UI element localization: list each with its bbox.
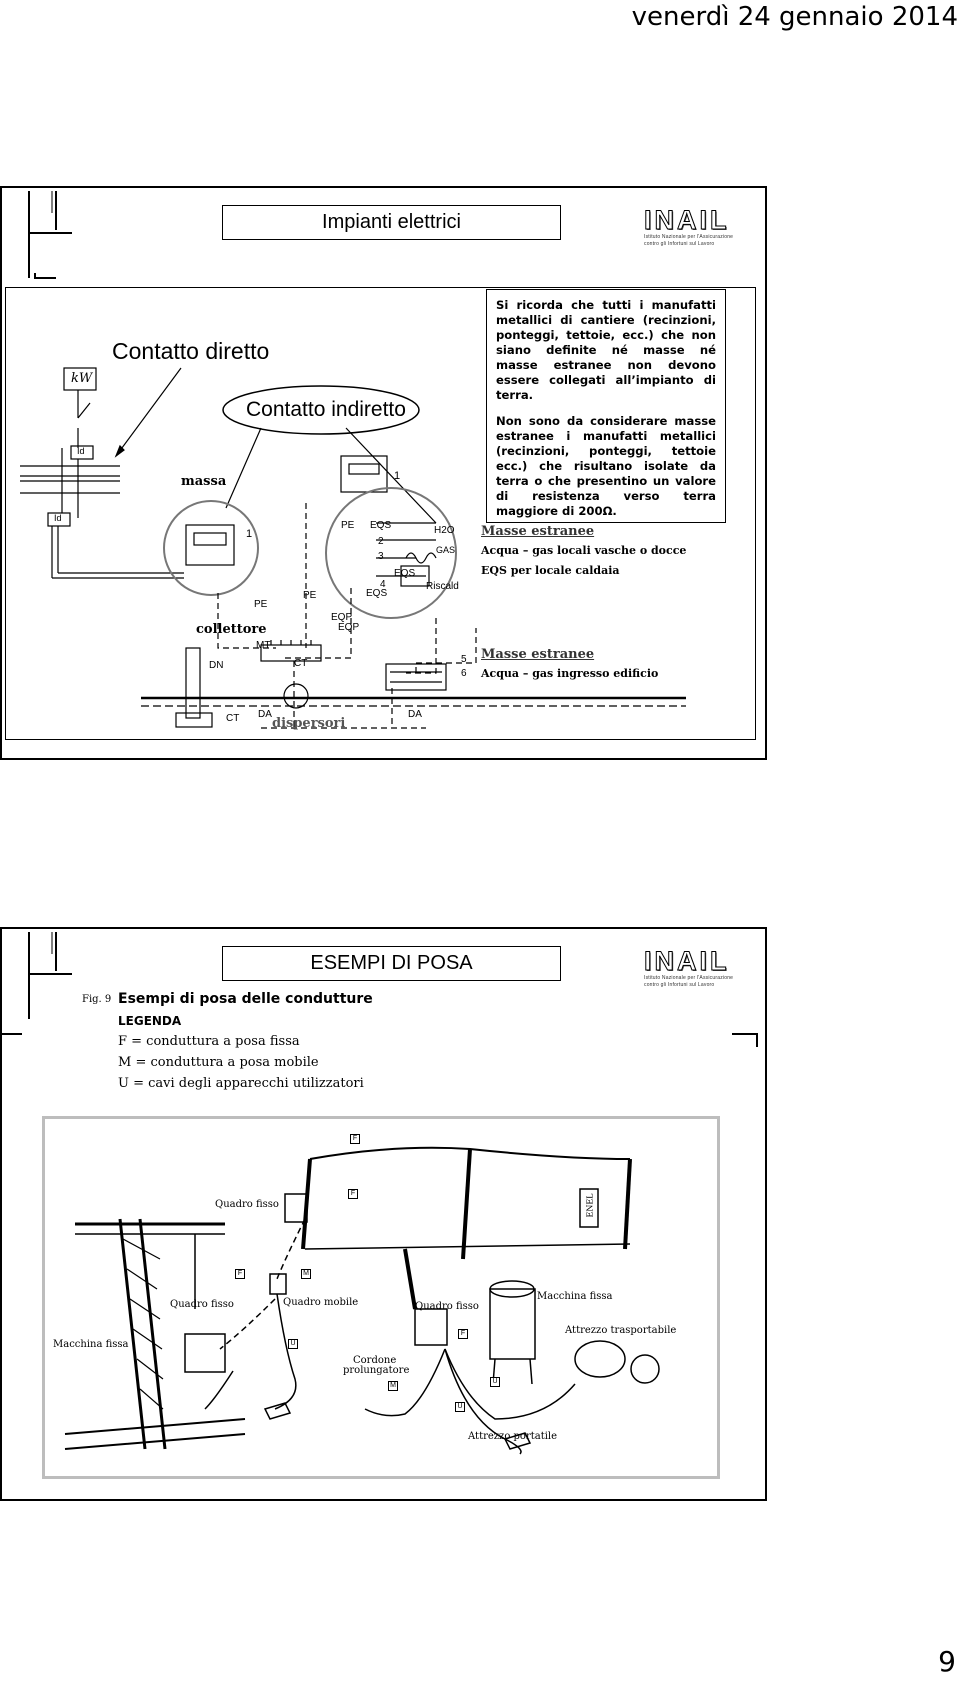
earthing-diagram-drawing xyxy=(20,367,686,729)
page-date: venerdì 24 gennaio 2014 xyxy=(631,2,958,32)
label-riscald: Riscald xyxy=(426,581,459,592)
figure-label: Fig. 9 xyxy=(82,994,112,1005)
tag-f-1: F xyxy=(350,1134,360,1144)
label-pe-2: PE xyxy=(254,599,268,610)
label-id-2: Id xyxy=(54,513,62,523)
legend-item-f: F = conduttura a posa fissa xyxy=(118,1034,300,1049)
legend-item-u: U = cavi degli apparecchi utilizzatori xyxy=(118,1076,364,1091)
label-contatto-indiretto: Contatto indiretto xyxy=(246,398,406,421)
label-prolungatore: prolungatore xyxy=(343,1365,410,1376)
inail-logo-letters: INAIL xyxy=(644,205,730,235)
label-macchina-fissa-2: Macchina fissa xyxy=(537,1291,613,1302)
legend-title: LEGENDA xyxy=(118,1014,182,1028)
label-collettore: collettore xyxy=(196,622,267,637)
slide-corner-marks xyxy=(28,191,72,279)
slide-corner-marks xyxy=(28,932,72,1019)
figure-title: Esempi di posa delle condutture xyxy=(118,991,373,1007)
label-ct-2: CT xyxy=(226,713,240,724)
label-eqp-1: EQP xyxy=(331,612,353,623)
label-quadro-fisso-3: Quadro fisso xyxy=(415,1301,479,1312)
info-textbox: Si ricorda che tutti i manufatti metalli… xyxy=(486,289,726,523)
label-macchina-fissa-1: Macchina fissa xyxy=(53,1339,129,1350)
masse-estranee-line-2: EQS per locale caldaia xyxy=(481,564,620,577)
inail-logo-subtitle-2: contro gli Infortuni sul Lavoro xyxy=(644,241,715,247)
label-gas: GAS xyxy=(436,545,456,555)
inail-logo-letters: INAIL xyxy=(644,946,730,976)
label-massa: massa xyxy=(181,474,227,489)
info-paragraph-1: Si ricorda che tutti i manufatti metalli… xyxy=(496,298,716,402)
label-eqp-2: EQP xyxy=(338,622,360,633)
label-attrezzo-portatile: Attrezzo portatile xyxy=(468,1431,558,1442)
label-h2o: H2O xyxy=(434,525,455,536)
label-da-1: DA xyxy=(258,709,272,720)
label-quadro-fisso-1: Quadro fisso xyxy=(215,1199,279,1210)
installation-drawing-art xyxy=(64,1146,660,1455)
tag-u-2: U xyxy=(490,1377,500,1387)
label-cordone: Cordone xyxy=(353,1355,397,1366)
label-eqs-3: EQS xyxy=(366,588,388,599)
label-quadro-fisso-2: Quadro fisso xyxy=(170,1299,234,1310)
label-contatto-diretto: Contatto diretto xyxy=(112,338,270,364)
inail-logo: INAIL Istituto Nazionale per l'Assicuraz… xyxy=(644,205,754,247)
tag-m-2: M xyxy=(388,1381,398,1391)
label-kw: kW xyxy=(71,371,93,386)
inail-logo-subtitle-2: contro gli Infortuni sul Lavoro xyxy=(644,982,715,988)
label-ct-1: CT xyxy=(294,658,308,669)
legend-item-m: M = conduttura a posa mobile xyxy=(118,1055,319,1070)
tag-m-1: M xyxy=(301,1269,311,1279)
label-pe-1: PE xyxy=(341,520,355,531)
masse-estranee-heading-1: Masse estranee xyxy=(481,524,595,539)
tag-f-3: F xyxy=(235,1269,245,1279)
label-attrezzo-trasportabile: Attrezzo trasportabile xyxy=(565,1325,677,1336)
label-n5: 5 xyxy=(461,654,467,665)
label-eqs-2: EQS xyxy=(394,568,416,579)
slide-impianti-elettrici: Impianti elettrici INAIL Istituto Nazion… xyxy=(0,186,767,760)
inail-logo-subtitle-1: Istituto Nazionale per l'Assicurazione xyxy=(644,234,734,240)
tag-u-3: U xyxy=(455,1402,465,1412)
label-pe-3: PE xyxy=(303,590,317,601)
label-quadro-mobile: Quadro mobile xyxy=(283,1297,359,1308)
label-dn: DN xyxy=(209,660,224,671)
tag-f-2: F xyxy=(348,1189,358,1199)
tag-f-4: F xyxy=(458,1329,468,1339)
tag-u-1: U xyxy=(288,1339,298,1349)
label-n4: 4 xyxy=(380,579,386,590)
masse-estranee-heading-2: Masse estranee xyxy=(481,647,595,662)
label-eqs-1: EQS xyxy=(370,520,392,531)
label-id-1: Id xyxy=(77,446,85,456)
label-num-1b: 1 xyxy=(394,470,401,482)
earthing-diagram: Contatto diretto Contatto indiretto kW I… xyxy=(5,287,756,740)
slide-esempi-di-posa: ESEMPI DI POSA INAIL Istituto Nazionale … xyxy=(0,927,767,1501)
label-n2: 2 xyxy=(378,536,384,547)
label-n3: 3 xyxy=(378,551,384,562)
masse-estranee-line-3: Acqua – gas ingresso edificio xyxy=(481,667,659,680)
page-number: 9 xyxy=(938,1645,956,1678)
label-n6: 6 xyxy=(461,668,467,679)
inail-logo-subtitle-1: Istituto Nazionale per l'Assicurazione xyxy=(644,975,734,981)
label-da-2: DA xyxy=(408,709,422,720)
masse-estranee-line-1: Acqua – gas locali vasche o docce xyxy=(481,544,687,557)
label-mt: MT xyxy=(256,640,271,651)
info-paragraph-2: Non sono da considerare masse estranee i… xyxy=(496,414,716,518)
label-num-1a: 1 xyxy=(246,528,253,540)
label-dispersori: dispersori xyxy=(272,716,346,731)
installation-drawing: Quadro fisso Quadro fisso Quadro mobile … xyxy=(42,1116,720,1479)
slide-title: ESEMPI DI POSA xyxy=(222,946,561,981)
inail-logo: INAIL Istituto Nazionale per l'Assicuraz… xyxy=(644,946,754,988)
slide-title: Impianti elettrici xyxy=(222,205,561,240)
label-enel: ENEL xyxy=(585,1193,595,1218)
slide-side-marks xyxy=(2,1033,758,1047)
